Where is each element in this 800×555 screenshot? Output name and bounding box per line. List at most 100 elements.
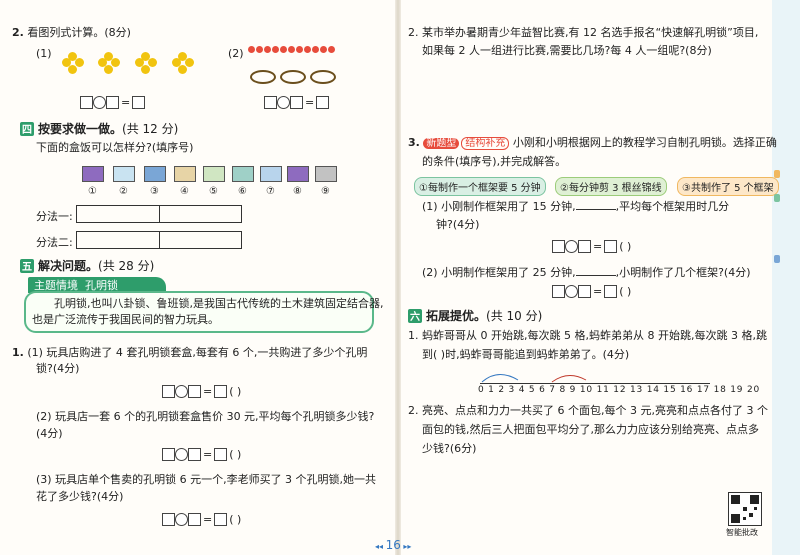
book-spine	[395, 0, 401, 555]
table-cell[interactable]	[77, 206, 160, 222]
unit-paren[interactable]: ( )	[619, 240, 632, 253]
section-icon: 六	[408, 308, 422, 323]
blank-circle[interactable]	[175, 448, 188, 461]
answer-equation: =( )	[162, 385, 241, 398]
unit-paren[interactable]: ( )	[229, 385, 242, 398]
blank-box[interactable]	[188, 385, 201, 398]
p1-1-text-cont: 锁?(4分)	[36, 362, 80, 375]
q3-text: 小刚和小明根据网上的教程学习自制孔明锁。选择正确	[512, 136, 777, 149]
lunchbox-icon	[287, 166, 309, 182]
box-label: ④	[180, 186, 189, 197]
table-cell[interactable]	[77, 232, 160, 248]
blank-box[interactable]	[80, 96, 93, 109]
s6-1-line1: 1. 蚂蚱哥哥从 0 开始跳,每次跳 5 格,蚂蚱弟弟从 8 开始跳,每次跳 3…	[408, 329, 767, 342]
box-label: ③	[150, 186, 159, 197]
blank-box[interactable]	[316, 96, 330, 109]
lunchbox-icon	[174, 166, 196, 182]
lunchbox-icon	[203, 166, 225, 182]
blank-box[interactable]	[552, 285, 565, 298]
condition-3[interactable]: ③共制作了 5 个框架	[677, 177, 779, 196]
answer-equation: =( )	[552, 285, 631, 298]
box-label: ②	[119, 186, 128, 197]
unit-paren[interactable]: ( )	[229, 448, 242, 461]
blank-box[interactable]	[578, 285, 591, 298]
blank-box[interactable]	[578, 240, 591, 253]
q3-1-text: (1) 小刚制作框架用了 15 分钟,	[422, 200, 576, 213]
flower-icon	[172, 52, 194, 74]
blank-box[interactable]	[604, 240, 618, 253]
unit-paren[interactable]: ( )	[619, 285, 632, 298]
r-q3-line1: 3. 新题型结构补充 小刚和小明根据网上的教程学习自制孔明锁。选择正确	[408, 136, 777, 151]
box-label: ⑥	[238, 186, 247, 197]
table-cell[interactable]	[160, 206, 242, 222]
structure-tag: 结构补充	[461, 137, 510, 150]
blank-circle[interactable]	[565, 240, 578, 253]
flower-icon	[135, 52, 157, 74]
answer-equation-1: =	[80, 96, 146, 109]
blank-box[interactable]	[162, 513, 175, 526]
blank-box[interactable]	[162, 385, 175, 398]
qr-label: 智能批改	[726, 528, 758, 537]
number-line-ticks: 0 1 2 3 4 5 6 7 8 9 10 11 12 13 14 15 16…	[478, 385, 761, 395]
side-marker	[774, 255, 780, 263]
s6-2-line1: 2. 亮亮、点点和力力一共买了 6 个面包,每个 3 元,亮亮和点点各付了 3 …	[408, 404, 768, 417]
q2-text: 看图列式计算。(8分)	[27, 26, 131, 39]
blank-box[interactable]	[188, 513, 201, 526]
blank-box[interactable]	[214, 448, 228, 461]
blank-box[interactable]	[214, 385, 228, 398]
qr-pattern-icon	[731, 495, 759, 523]
blank-box[interactable]	[604, 285, 618, 298]
blank-box[interactable]	[106, 96, 119, 109]
blank-box[interactable]	[552, 240, 565, 253]
p1-3-text: (3) 玩具店单个售卖的孔明锁 6 元一个,李老师买了 3 个孔明锁,她一共	[36, 473, 377, 486]
ring-icon	[250, 70, 276, 84]
p1-3-text-cont: 花了多少钱?(4分)	[36, 490, 124, 503]
page-number-value: 16	[385, 538, 401, 552]
flower-icon	[62, 52, 84, 74]
condition-blank[interactable]	[575, 199, 616, 210]
sec4-question: 下面的盒饭可以怎样分?(填序号)	[36, 141, 194, 154]
r-q2-line2: 如果每 2 人一组进行比赛,需要比几场?每 4 人一组呢?(8分)	[422, 44, 712, 57]
blank-box[interactable]	[162, 448, 175, 461]
blank-circle[interactable]	[277, 96, 290, 109]
q3-2-line: (2) 小明制作框架用了 25 分钟,,小明制作了几个框架?(4分)	[422, 265, 751, 280]
blank-circle[interactable]	[93, 96, 106, 109]
box-label: ⑤	[209, 186, 218, 197]
section-6-header: 六 拓展提优。 (共 10 分)	[408, 307, 542, 324]
q3-2-text-b: ,小明制作了几个框架?(4分)	[615, 266, 751, 279]
blank-circle[interactable]	[175, 513, 188, 526]
theme-name: 孔明锁	[85, 279, 118, 292]
blank-circle[interactable]	[175, 385, 188, 398]
theme-label: 主题情境	[34, 279, 78, 292]
blank-box[interactable]	[188, 448, 201, 461]
theme-bar: 主题情境 孔明锁	[28, 277, 166, 293]
blank-box[interactable]	[132, 96, 146, 109]
q3-number: 3.	[408, 136, 420, 149]
theme-box: 孔明锁,也叫八卦锁、鲁班锁,是我国古代传统的土木建筑固定结合器, 也是广泛流传于…	[24, 291, 384, 333]
answer-equation-2: =	[264, 96, 330, 109]
blank-box[interactable]	[290, 96, 303, 109]
table-cell[interactable]	[160, 232, 242, 248]
blank-box[interactable]	[214, 513, 228, 526]
method2-table[interactable]	[76, 231, 242, 249]
unit-paren[interactable]: ( )	[229, 513, 242, 526]
section-score: (共 28 分)	[98, 259, 155, 273]
ring-icon	[310, 70, 336, 84]
section-score: (共 10 分)	[486, 309, 543, 323]
section-icon: 四	[20, 121, 34, 136]
method1-table[interactable]	[76, 205, 242, 223]
condition-blank[interactable]	[575, 265, 616, 276]
section-4-header: 四 按要求做一做。 (共 12 分)	[20, 120, 178, 137]
q3-1-text-b: ,平均每个框架用时几分	[615, 200, 730, 213]
section-score: (共 12 分)	[122, 122, 179, 136]
blank-circle[interactable]	[565, 285, 578, 298]
section-title: 拓展提优。	[426, 309, 487, 323]
qr-code[interactable]	[728, 492, 762, 526]
lunchbox-icon	[315, 166, 337, 182]
condition-1[interactable]: ①每制作一个框架要 5 分钟	[414, 177, 546, 196]
ring-icon	[280, 70, 306, 84]
lunchbox-icon	[82, 166, 104, 182]
blank-box[interactable]	[264, 96, 277, 109]
condition-2[interactable]: ②每分钟剪 3 根丝锦线	[555, 177, 667, 196]
section-icon: 五	[20, 258, 34, 273]
